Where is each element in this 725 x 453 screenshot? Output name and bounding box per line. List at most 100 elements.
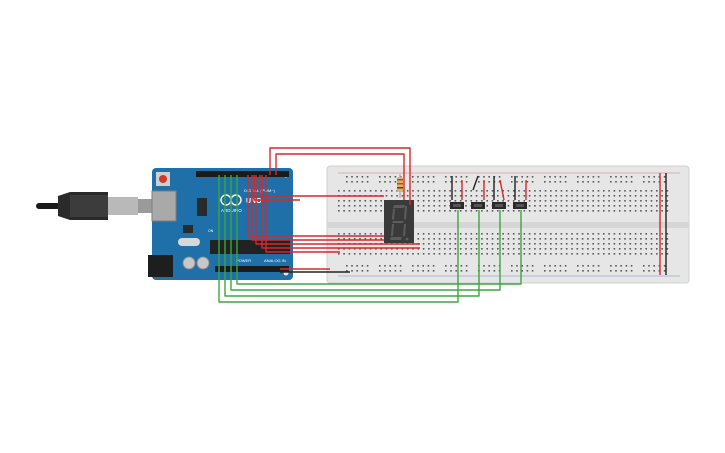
breadboard-hole — [444, 233, 446, 235]
breadboard-hole — [486, 248, 488, 250]
breadboard-hole — [544, 238, 547, 240]
breadboard-hole — [640, 253, 642, 255]
resistor[interactable] — [397, 174, 403, 198]
breadboard-hole — [518, 190, 520, 192]
breadboard-hole — [549, 270, 551, 272]
breadboard-hole — [507, 210, 510, 212]
breadboard-hole — [554, 176, 556, 178]
breadboard-hole — [571, 238, 573, 240]
breadboard-hole — [581, 190, 584, 192]
breadboard-hole — [384, 181, 386, 183]
breadboard-hole — [564, 176, 567, 178]
breadboard-hole — [576, 195, 579, 197]
breadboard-hole — [406, 195, 409, 197]
breadboard-hole — [597, 253, 600, 255]
breadboard-hole — [394, 181, 397, 183]
breadboard-hole — [620, 176, 622, 178]
breadboard-hole — [356, 265, 358, 267]
pushbutton-1[interactable] — [450, 202, 464, 209]
breadboard-hole — [576, 210, 579, 212]
digital-header[interactable] — [196, 171, 289, 177]
breadboard-hole — [528, 200, 531, 202]
wire-red-5[interactable] — [247, 175, 384, 237]
breadboard-hole — [550, 243, 552, 245]
breadboard-hole — [539, 190, 541, 192]
wire-green-3[interactable] — [230, 175, 501, 291]
seven-segment-display[interactable] — [384, 200, 414, 243]
breadboard-hole — [618, 233, 621, 235]
breadboard-hole — [364, 253, 367, 255]
usb-cable[interactable] — [36, 192, 156, 220]
breadboard-hole — [650, 190, 653, 192]
wire-red-2[interactable] — [275, 153, 405, 200]
breadboard-hole — [497, 248, 499, 250]
wire-black-btn-2[interactable] — [472, 175, 479, 191]
breadboard-hole — [470, 253, 473, 255]
wire-red-9[interactable] — [265, 175, 340, 253]
breadboard-hole — [459, 238, 462, 240]
arduino-board[interactable]: ARDUINO UNO DIGITAL (PWM~) ON POWER ANAL… — [148, 168, 293, 280]
breadboard-hole — [366, 270, 369, 272]
breadboard-hole — [624, 243, 626, 245]
breadboard-hole — [379, 176, 381, 178]
breadboard-hole — [433, 210, 435, 212]
breadboard-hole — [560, 243, 563, 245]
breadboard-hole — [582, 265, 584, 267]
wire-red-7[interactable] — [255, 175, 420, 245]
breadboard-hole — [433, 190, 435, 192]
breadboard-hole — [587, 238, 589, 240]
breadboard-hole — [375, 190, 377, 192]
breadboard-hole — [343, 238, 345, 240]
breadboard-hole — [571, 248, 573, 250]
wire-red-3[interactable] — [259, 175, 384, 197]
breadboard-hole — [666, 195, 669, 197]
breadboard-hole — [427, 270, 430, 272]
breadboard-hole — [375, 248, 377, 250]
breadboard-hole — [648, 181, 650, 183]
breadboard-hole — [396, 253, 398, 255]
power-jack — [148, 255, 173, 277]
breadboard-hole — [444, 195, 446, 197]
breadboard-hole — [565, 233, 568, 235]
breadboard-hole — [475, 253, 478, 255]
breadboard-hole — [661, 253, 663, 255]
power-analog-header[interactable] — [215, 266, 289, 272]
breadboard-hole — [663, 181, 666, 183]
breadboard-hole — [497, 243, 499, 245]
wire-green-4[interactable] — [236, 175, 522, 285]
breadboard-hole — [560, 238, 563, 240]
pushbutton-3[interactable] — [492, 202, 506, 209]
breadboard-hole — [394, 270, 397, 272]
breadboard-hole — [475, 210, 478, 212]
breadboard-hole — [549, 265, 551, 267]
breadboard-hole — [417, 238, 420, 240]
breadboard-hole — [502, 253, 504, 255]
breadboard[interactable] — [326, 165, 690, 284]
breadboard-hole — [592, 190, 594, 192]
breadboard-hole — [353, 210, 356, 212]
wire-red-1[interactable] — [269, 147, 411, 205]
breadboard-hole — [597, 238, 600, 240]
breadboard-hole — [640, 210, 642, 212]
breadboard-hole — [481, 200, 483, 202]
breadboard-hole — [359, 238, 361, 240]
breadboard-hole — [491, 195, 494, 197]
breadboard-hole — [465, 190, 467, 192]
breadboard-hole — [613, 200, 616, 202]
pushbutton-2[interactable] — [471, 202, 485, 209]
breadboard-hole — [528, 238, 531, 240]
wire-green-1[interactable] — [218, 175, 459, 303]
breadboard-hole — [592, 265, 595, 267]
wire-green-2[interactable] — [224, 175, 480, 297]
breadboard-hole — [459, 248, 462, 250]
breadboard-hole — [528, 210, 531, 212]
wire-red-btn-3[interactable] — [499, 179, 505, 201]
wire-red-4[interactable] — [253, 175, 300, 201]
breadboard-hole — [615, 270, 617, 272]
breadboard-hole — [608, 205, 610, 207]
pushbutton-4[interactable] — [513, 202, 527, 209]
wire-red-8[interactable] — [261, 175, 420, 249]
breadboard-hole — [576, 233, 579, 235]
wire-red-6[interactable] — [251, 175, 384, 241]
